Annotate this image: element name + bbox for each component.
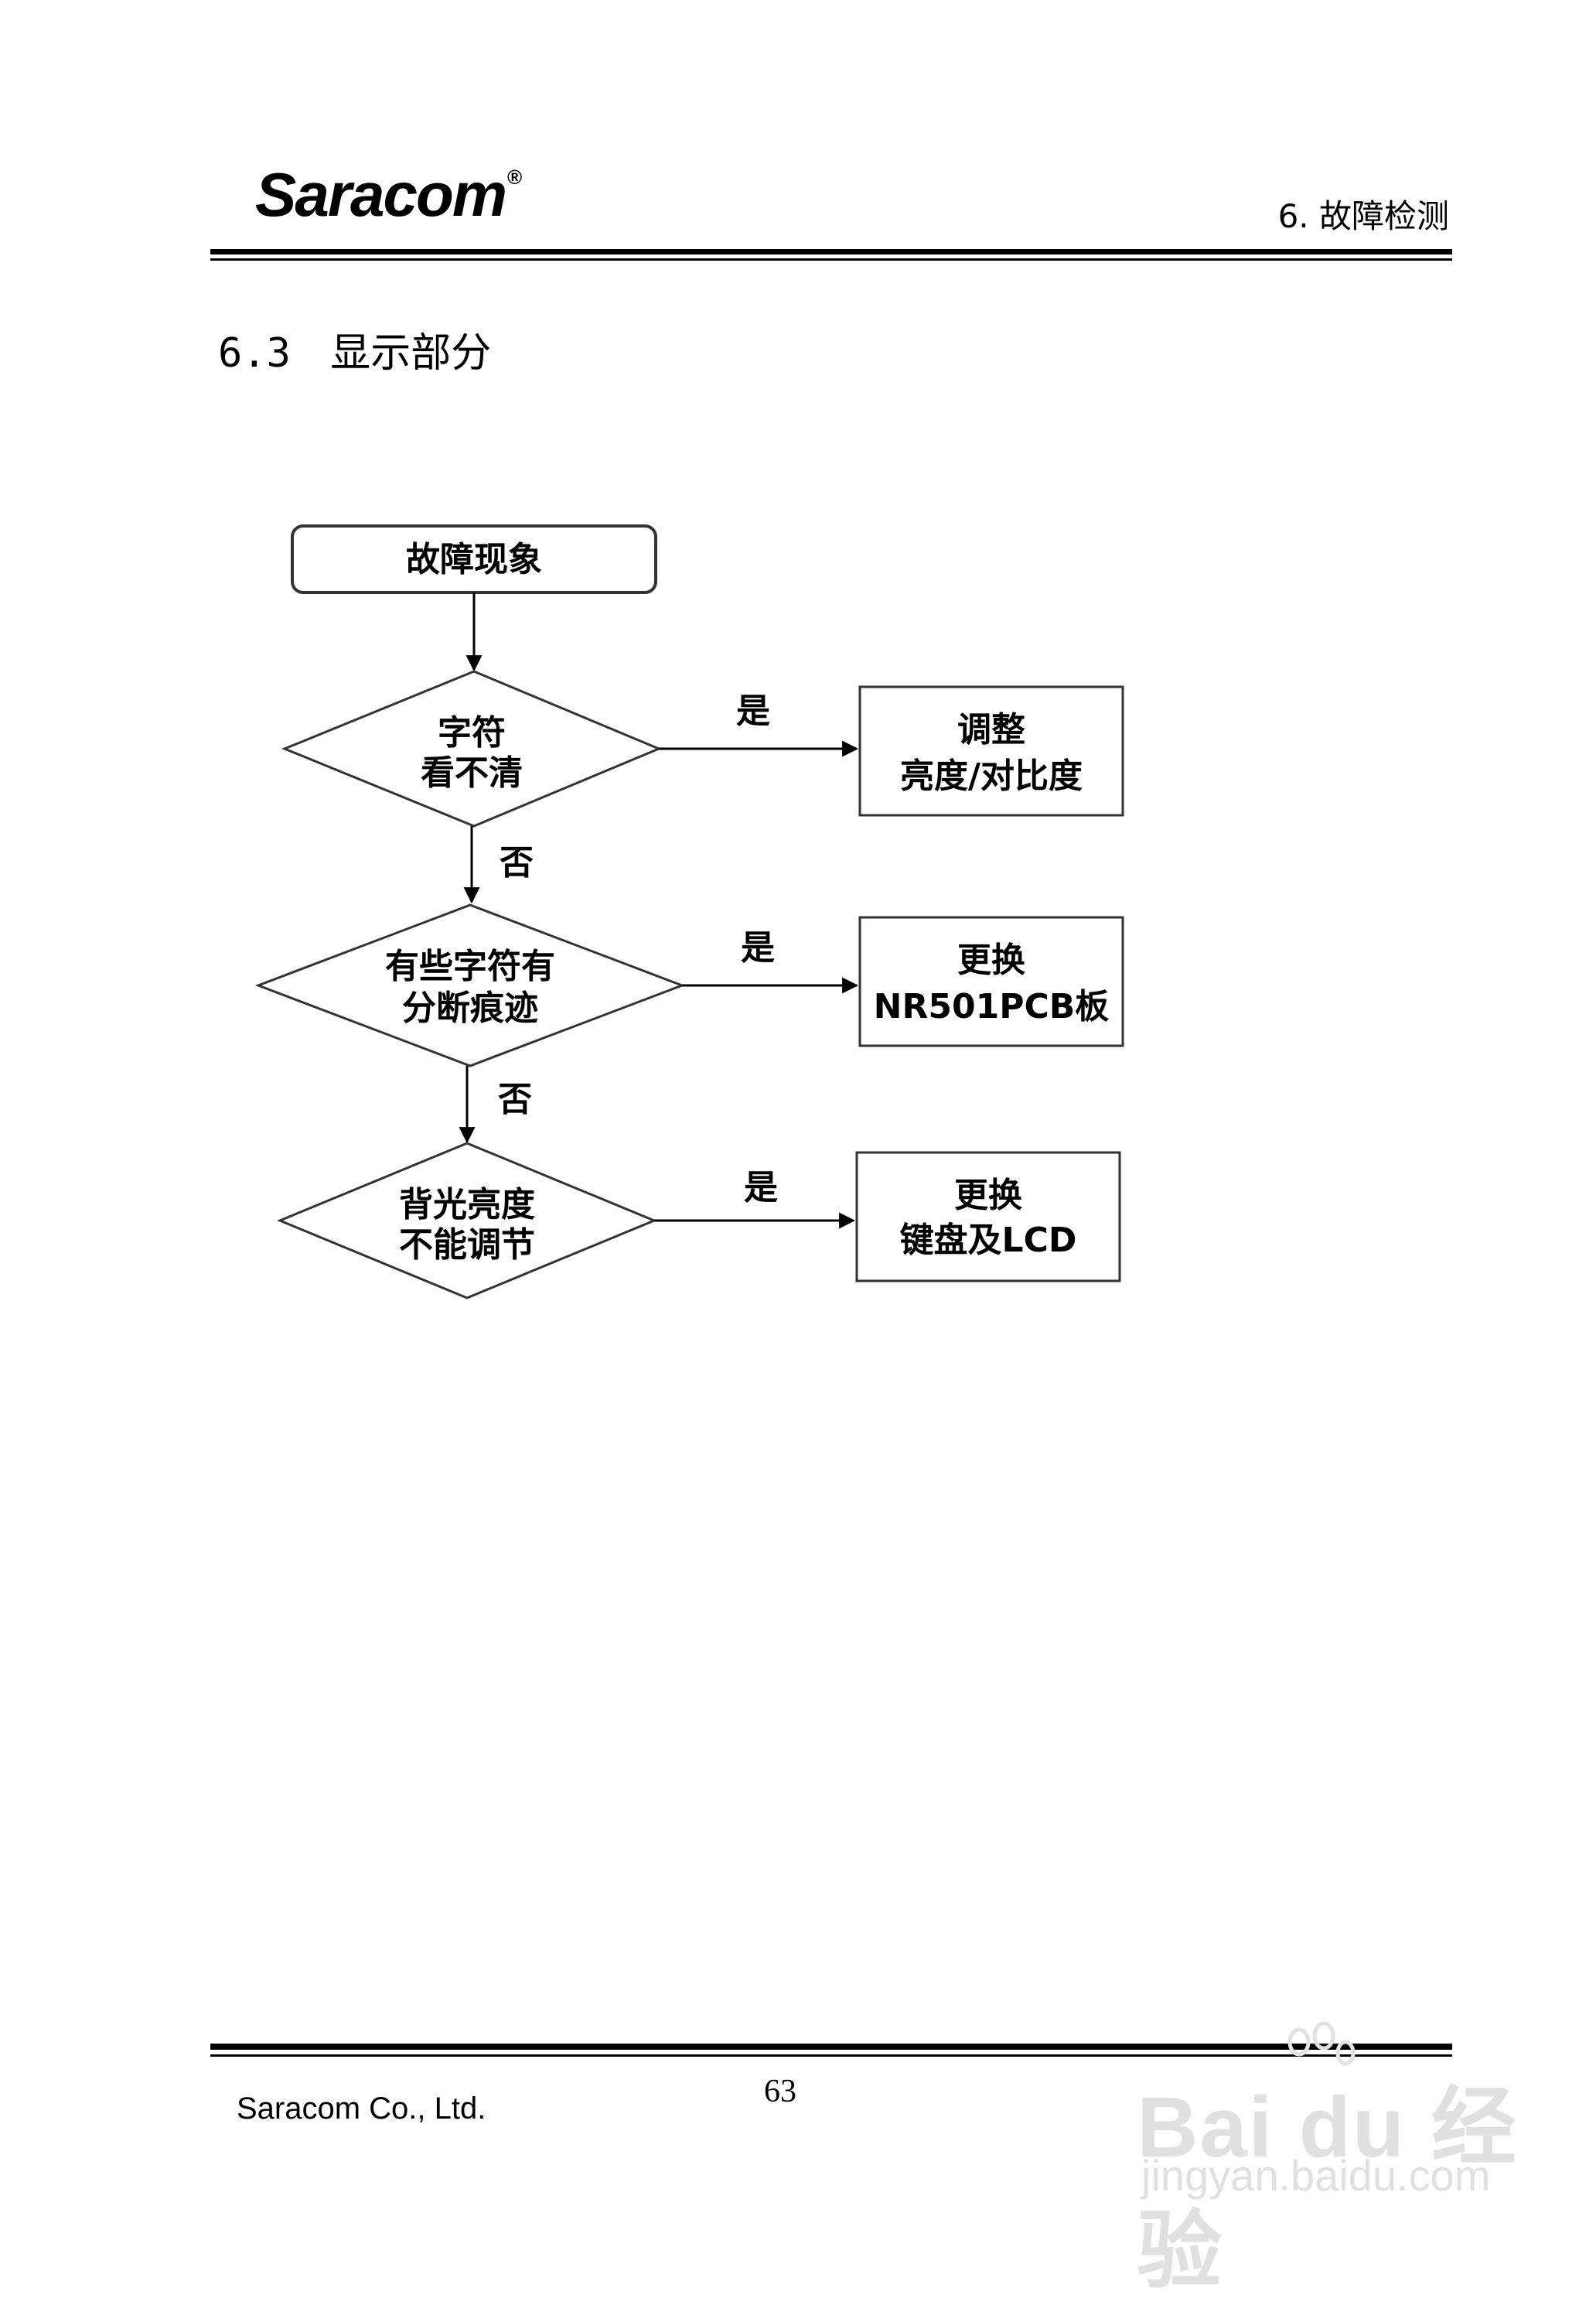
troubleshooting-flowchart: 故障现象 字符 看不清 是 调整 亮度/对比度 否 有些字符有 分断痕迹 是 更…	[254, 524, 1124, 1299]
action-3-line-2: 键盘及LCD	[900, 1221, 1077, 1260]
decision-1-line-1: 字符	[438, 713, 506, 753]
header-rule-thin	[210, 258, 1452, 261]
section-number: 6.3	[218, 330, 291, 377]
decision-3-line-2: 不能调节	[399, 1225, 535, 1265]
footer-rule-thin	[210, 2054, 1452, 2057]
baidu-watermark-url: jingyan.baidu.com	[1141, 2151, 1491, 2200]
chapter-label: 6. 故障检测	[1277, 197, 1449, 235]
action-3-line-1: 更换	[954, 1176, 1022, 1215]
saracom-logo: Saracom®	[255, 160, 522, 229]
decision-3-yes-label: 是	[744, 1168, 778, 1207]
decision-3: 背光亮度 不能调节	[277, 1142, 657, 1299]
section-name: 显示部分	[330, 330, 492, 377]
decision-1-yes-label: 是	[736, 692, 770, 731]
decision-2-yes-label: 是	[741, 928, 775, 968]
page-number: 63	[764, 2074, 796, 2109]
decision-2-line-2: 分断痕迹	[402, 989, 538, 1028]
action-1-line-1: 调整	[957, 710, 1025, 750]
action-2-line-2: NR501PCB板	[874, 987, 1110, 1026]
action-1-line-2: 亮度/对比度	[900, 756, 1083, 796]
start-node: 故障现象	[291, 524, 657, 594]
action-1-box: 调整 亮度/对比度	[858, 685, 1124, 817]
decision-1-no-label: 否	[500, 843, 534, 883]
start-node-label: 故障现象	[406, 540, 542, 579]
action-3-box: 更换 键盘及LCD	[855, 1151, 1121, 1282]
baidu-paw-icon	[1287, 2021, 1356, 2066]
decision-2-line-1: 有些字符有	[385, 947, 555, 986]
action-2-line-1: 更换	[957, 941, 1025, 980]
header-rule-thick	[210, 249, 1452, 254]
action-2-box: 更换 NR501PCB板	[858, 916, 1124, 1047]
decision-2: 有些字符有 分断痕迹	[254, 903, 686, 1067]
decision-1: 字符 看不清	[281, 670, 662, 828]
footer-company: Saracom Co., Ltd.	[237, 2092, 486, 2126]
decision-3-line-1: 背光亮度	[399, 1185, 535, 1224]
decision-1-line-2: 看不清	[421, 753, 523, 793]
decision-2-no-label: 否	[498, 1080, 532, 1119]
footer-rule-thick	[210, 2044, 1452, 2050]
section-title: 6.3 显示部分	[218, 320, 491, 378]
